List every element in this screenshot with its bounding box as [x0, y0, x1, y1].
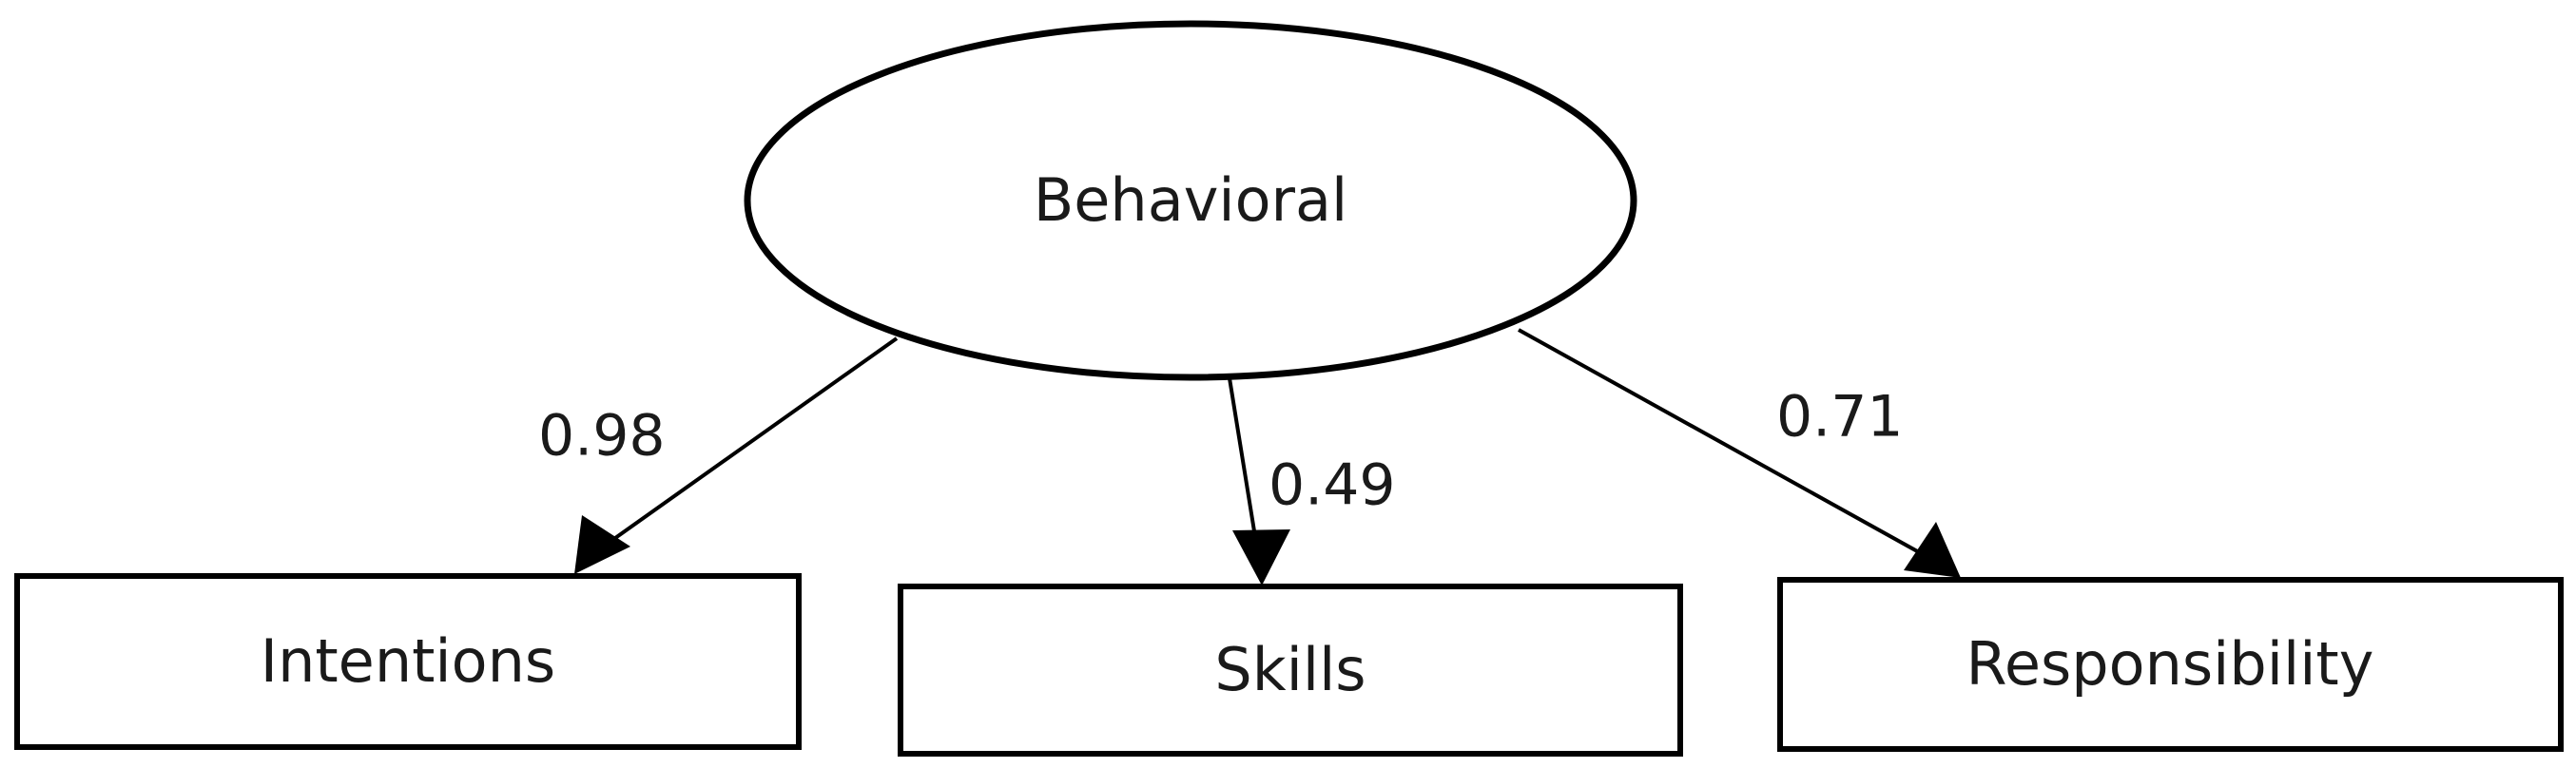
path-behavioral-to-skills[interactable]: 0.49 [1228, 377, 1396, 586]
path-line-intentions [584, 336, 899, 561]
ellipse-shape-behavioral [744, 20, 1637, 381]
path-behavioral-to-intentions[interactable]: 0.98 [538, 336, 899, 574]
arrow-head-responsibility [1904, 522, 1961, 578]
indicator-label-intentions: Intentions [261, 626, 555, 696]
arrow-head-skills [1232, 529, 1290, 586]
arrow-head-intentions [574, 515, 630, 574]
path-line-responsibility [1518, 328, 1946, 568]
indicator-skills[interactable]: Skills [898, 584, 1683, 757]
box-shape-intentions [14, 573, 802, 750]
indicator-intentions[interactable]: Intentions [14, 573, 802, 750]
path-coefficient-skills: 0.49 [1269, 452, 1396, 519]
indicator-responsibility[interactable]: Responsibility [1777, 577, 2564, 752]
latent-factor-behavioral[interactable]: Behavioral [744, 20, 1637, 381]
box-shape-responsibility [1777, 577, 2564, 752]
indicator-label-responsibility: Responsibility [1966, 629, 2374, 699]
path-coefficient-intentions: 0.98 [538, 403, 666, 470]
box-shape-skills [898, 584, 1683, 757]
path-coefficient-responsibility: 0.71 [1776, 384, 1904, 451]
path-behavioral-to-responsibility[interactable]: 0.71 [1518, 328, 1961, 578]
indicator-label-skills: Skills [1214, 635, 1365, 704]
latent-factor-label-behavioral: Behavioral [1034, 165, 1348, 235]
